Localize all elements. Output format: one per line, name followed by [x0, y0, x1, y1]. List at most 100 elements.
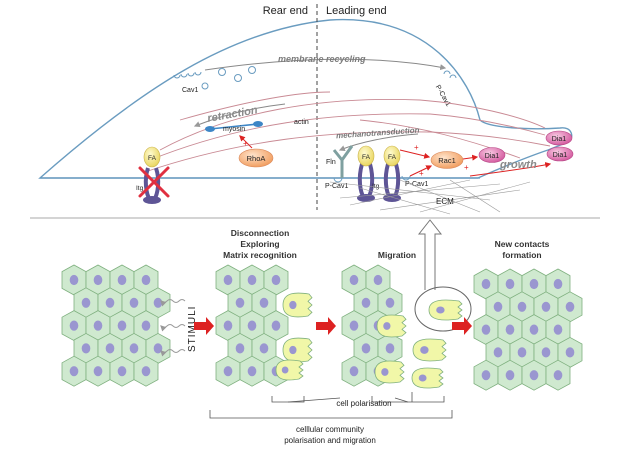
cell-nucleus — [541, 301, 551, 312]
cell-nucleus — [259, 343, 269, 354]
cell-nucleus — [517, 301, 527, 312]
actin-label: actin — [294, 119, 309, 126]
cell-nucleus — [81, 343, 91, 354]
dia1-top-node — [545, 130, 573, 146]
cell-nucleus — [129, 297, 139, 308]
cell-nucleus — [529, 370, 539, 381]
cell-nucleus — [105, 343, 115, 354]
fa-node-2-label: FA — [388, 154, 397, 161]
plus-signs: +++ — [414, 143, 469, 178]
cell-nucleus — [481, 370, 491, 381]
cell-cluster-new-contacts — [473, 268, 583, 391]
cell-nucleus — [361, 297, 371, 308]
cell-nucleus — [481, 324, 491, 335]
cell-nucleus — [129, 343, 139, 354]
retraction-arrow — [193, 103, 286, 128]
rac1-label: Rac1 — [438, 156, 456, 165]
cell-nucleus — [493, 301, 503, 312]
cell-nucleus — [93, 320, 103, 331]
stage2-line1: Disconnection — [231, 228, 290, 238]
cell-nucleus — [105, 297, 115, 308]
polarised-cell — [411, 367, 444, 389]
polarised-cell — [428, 299, 463, 321]
p-cav1-left-caveola — [333, 177, 343, 183]
cell-nucleus — [117, 274, 127, 286]
cell-nucleus — [247, 320, 257, 331]
stage4-line1: New contacts — [495, 239, 550, 249]
fln-label: Fln — [326, 159, 336, 166]
rear-itg-label: Itg — [136, 185, 144, 192]
membrane-recycling-arrow — [204, 58, 447, 71]
cell-nucleus — [235, 297, 245, 308]
ecm-fibres — [329, 179, 531, 215]
community-line2: polarisation and migration — [284, 436, 376, 445]
polarised-cell — [275, 359, 304, 381]
cell-cluster-initial — [61, 264, 171, 387]
cell-nucleus — [481, 278, 491, 290]
cell-nucleus — [141, 320, 151, 331]
cell-nucleus — [69, 274, 79, 286]
signalling-arrows — [399, 149, 479, 177]
dia1-top-label: Dia1 — [552, 136, 567, 143]
zoom-circle — [414, 286, 472, 332]
cell-nucleus — [505, 370, 515, 381]
caveolae-front — [443, 70, 457, 79]
rear-fa-label: FA — [148, 155, 157, 162]
zoom-up-arrow — [417, 219, 443, 290]
rhoa-plus: + — [243, 139, 248, 148]
ecm-label: ECM — [436, 197, 454, 206]
cell-nucleus — [281, 366, 289, 374]
cell-nucleus — [383, 322, 391, 330]
community-bracket — [209, 410, 453, 419]
rear-end-label: Rear end — [263, 5, 308, 17]
caveolae-rear — [173, 71, 202, 79]
cell-cluster-disconnection — [215, 264, 313, 387]
myosin-filament — [205, 121, 263, 132]
cell-nucleus — [529, 324, 539, 335]
leading-end-label: Leading end — [326, 5, 387, 17]
cell-nucleus — [117, 366, 127, 377]
cell-nucleus — [529, 278, 539, 290]
cell-nucleus — [93, 366, 103, 377]
front-itg-label: Itg — [372, 183, 380, 190]
cell-nucleus — [553, 324, 563, 335]
retraction-label: retraction — [206, 104, 258, 125]
cell-nucleus — [553, 278, 563, 290]
cell-nucleus — [385, 297, 395, 308]
rear-fa — [143, 146, 161, 168]
cell-nucleus — [381, 368, 389, 376]
polarised-cell — [412, 338, 447, 362]
dia1-mid-node — [478, 147, 506, 163]
cell-nucleus — [69, 366, 79, 377]
cell-nucleus — [289, 300, 297, 310]
svg-text:+: + — [414, 143, 419, 152]
polarised-cell — [376, 314, 407, 338]
cell-nucleus — [349, 274, 359, 286]
cell-nucleus — [153, 297, 163, 308]
community-line1: celllular community — [296, 425, 364, 434]
cell-nucleus — [493, 347, 503, 358]
actin-fibres — [144, 91, 551, 173]
stage-arrows — [194, 317, 472, 335]
cell-nucleus — [349, 366, 359, 377]
fa-node-1 — [357, 145, 375, 167]
stimuli-arrows — [160, 299, 186, 357]
cell-nucleus — [505, 324, 515, 335]
cell-nucleus — [141, 274, 151, 286]
cell-nucleus — [259, 297, 269, 308]
rac1-node — [430, 151, 464, 169]
svg-text:+: + — [419, 169, 424, 178]
membrane-recycling-label: membrane recycling — [278, 54, 366, 64]
stage2-line3: Matrix recognition — [223, 250, 297, 260]
cell-nucleus — [223, 320, 233, 331]
fa-node-2 — [383, 145, 401, 167]
cell-nucleus — [373, 274, 383, 286]
mechanotransduction-label: mechanotransduction — [336, 126, 420, 141]
growth-label: growth — [499, 159, 537, 171]
cell-nucleus — [235, 343, 245, 354]
cell-nucleus — [436, 306, 445, 314]
vesicles — [201, 66, 256, 90]
polarised-cell — [374, 360, 405, 384]
cell-nucleus — [271, 320, 281, 331]
